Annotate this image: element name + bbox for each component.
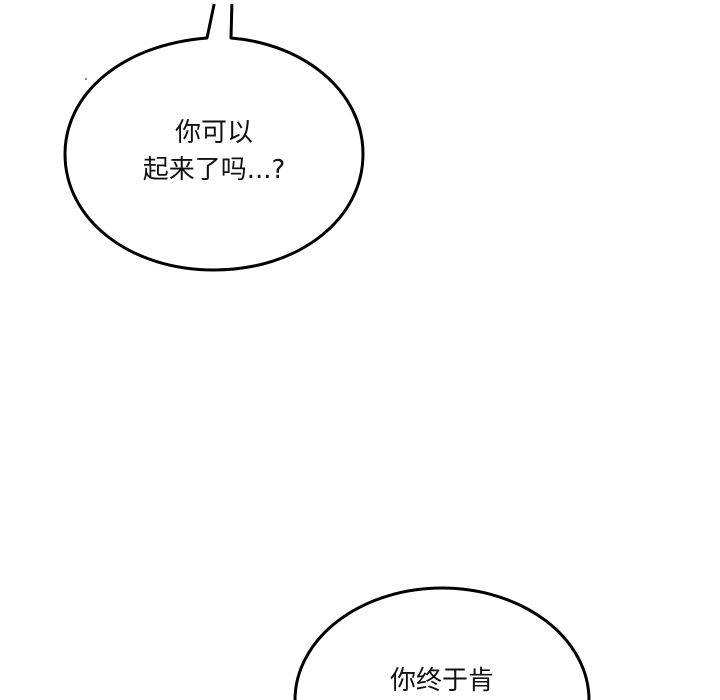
speech-bubble-2	[293, 586, 591, 700]
bubble-1-line-2: 起来了吗...?	[142, 155, 286, 185]
speech-bubble-1	[63, 0, 365, 272]
bubble-2-line-1: 你终于肯	[389, 666, 495, 696]
bubble-1-line-1: 你可以	[174, 118, 254, 148]
speck	[85, 78, 87, 80]
tail-top-mask	[213, 0, 234, 4]
